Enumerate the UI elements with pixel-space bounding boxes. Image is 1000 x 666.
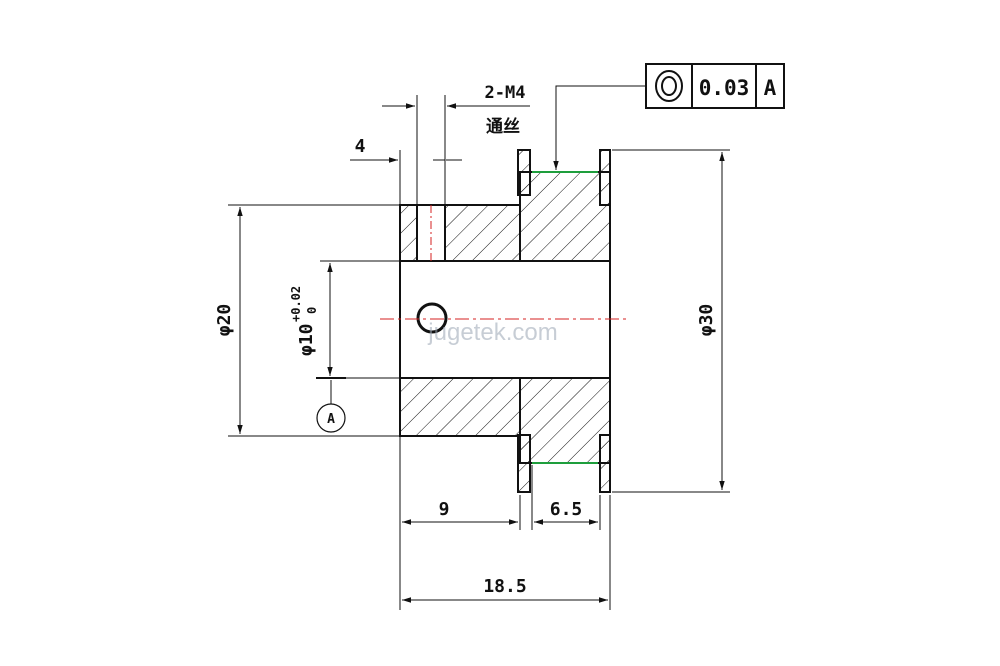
tooth-section-bottom — [519, 377, 611, 464]
flange-right-bottom — [599, 434, 611, 493]
thread-note-label: 通丝 — [486, 116, 520, 137]
dim-bore-group: φ10 +0.02 0 — [289, 286, 319, 356]
flange-left-bottom — [517, 434, 531, 493]
flange-right-top — [599, 149, 611, 206]
cross-hole-circle — [416, 302, 448, 334]
thread-spec-label: 2-M4 — [485, 83, 526, 103]
hub-section-bottom — [399, 377, 521, 437]
dim-set-screw-offset: 4 — [355, 136, 366, 157]
concentricity-symbol-icon — [655, 70, 683, 102]
dim-bore-diameter: φ10 — [296, 323, 317, 356]
watermark-text: jugetek.com — [427, 319, 557, 346]
tooth-section-top — [519, 171, 611, 262]
dim-hub-length: 9 — [439, 499, 450, 520]
dim-bore-tol-lower: 0 — [305, 307, 319, 314]
datum-a-label: A — [327, 412, 335, 427]
dim-flange-diameter: φ30 — [696, 304, 717, 337]
tolerance-datum: A — [764, 76, 777, 100]
dim-belt-width: 6.5 — [550, 499, 583, 520]
flange-left-top — [517, 149, 531, 196]
tolerance-value: 0.03 — [699, 76, 750, 100]
dim-hub-diameter: φ20 — [214, 304, 235, 337]
dim-bore-tol-upper: +0.02 — [289, 286, 303, 322]
hub-section-top-right — [444, 204, 521, 262]
tolerance-frame: 0.03 A — [645, 63, 785, 109]
dim-total-length: 18.5 — [483, 576, 526, 597]
tooth-tips — [532, 171, 598, 464]
hub-section-top-left — [399, 204, 418, 262]
dimension-lines — [228, 85, 730, 610]
datum-a-circle — [316, 403, 346, 433]
